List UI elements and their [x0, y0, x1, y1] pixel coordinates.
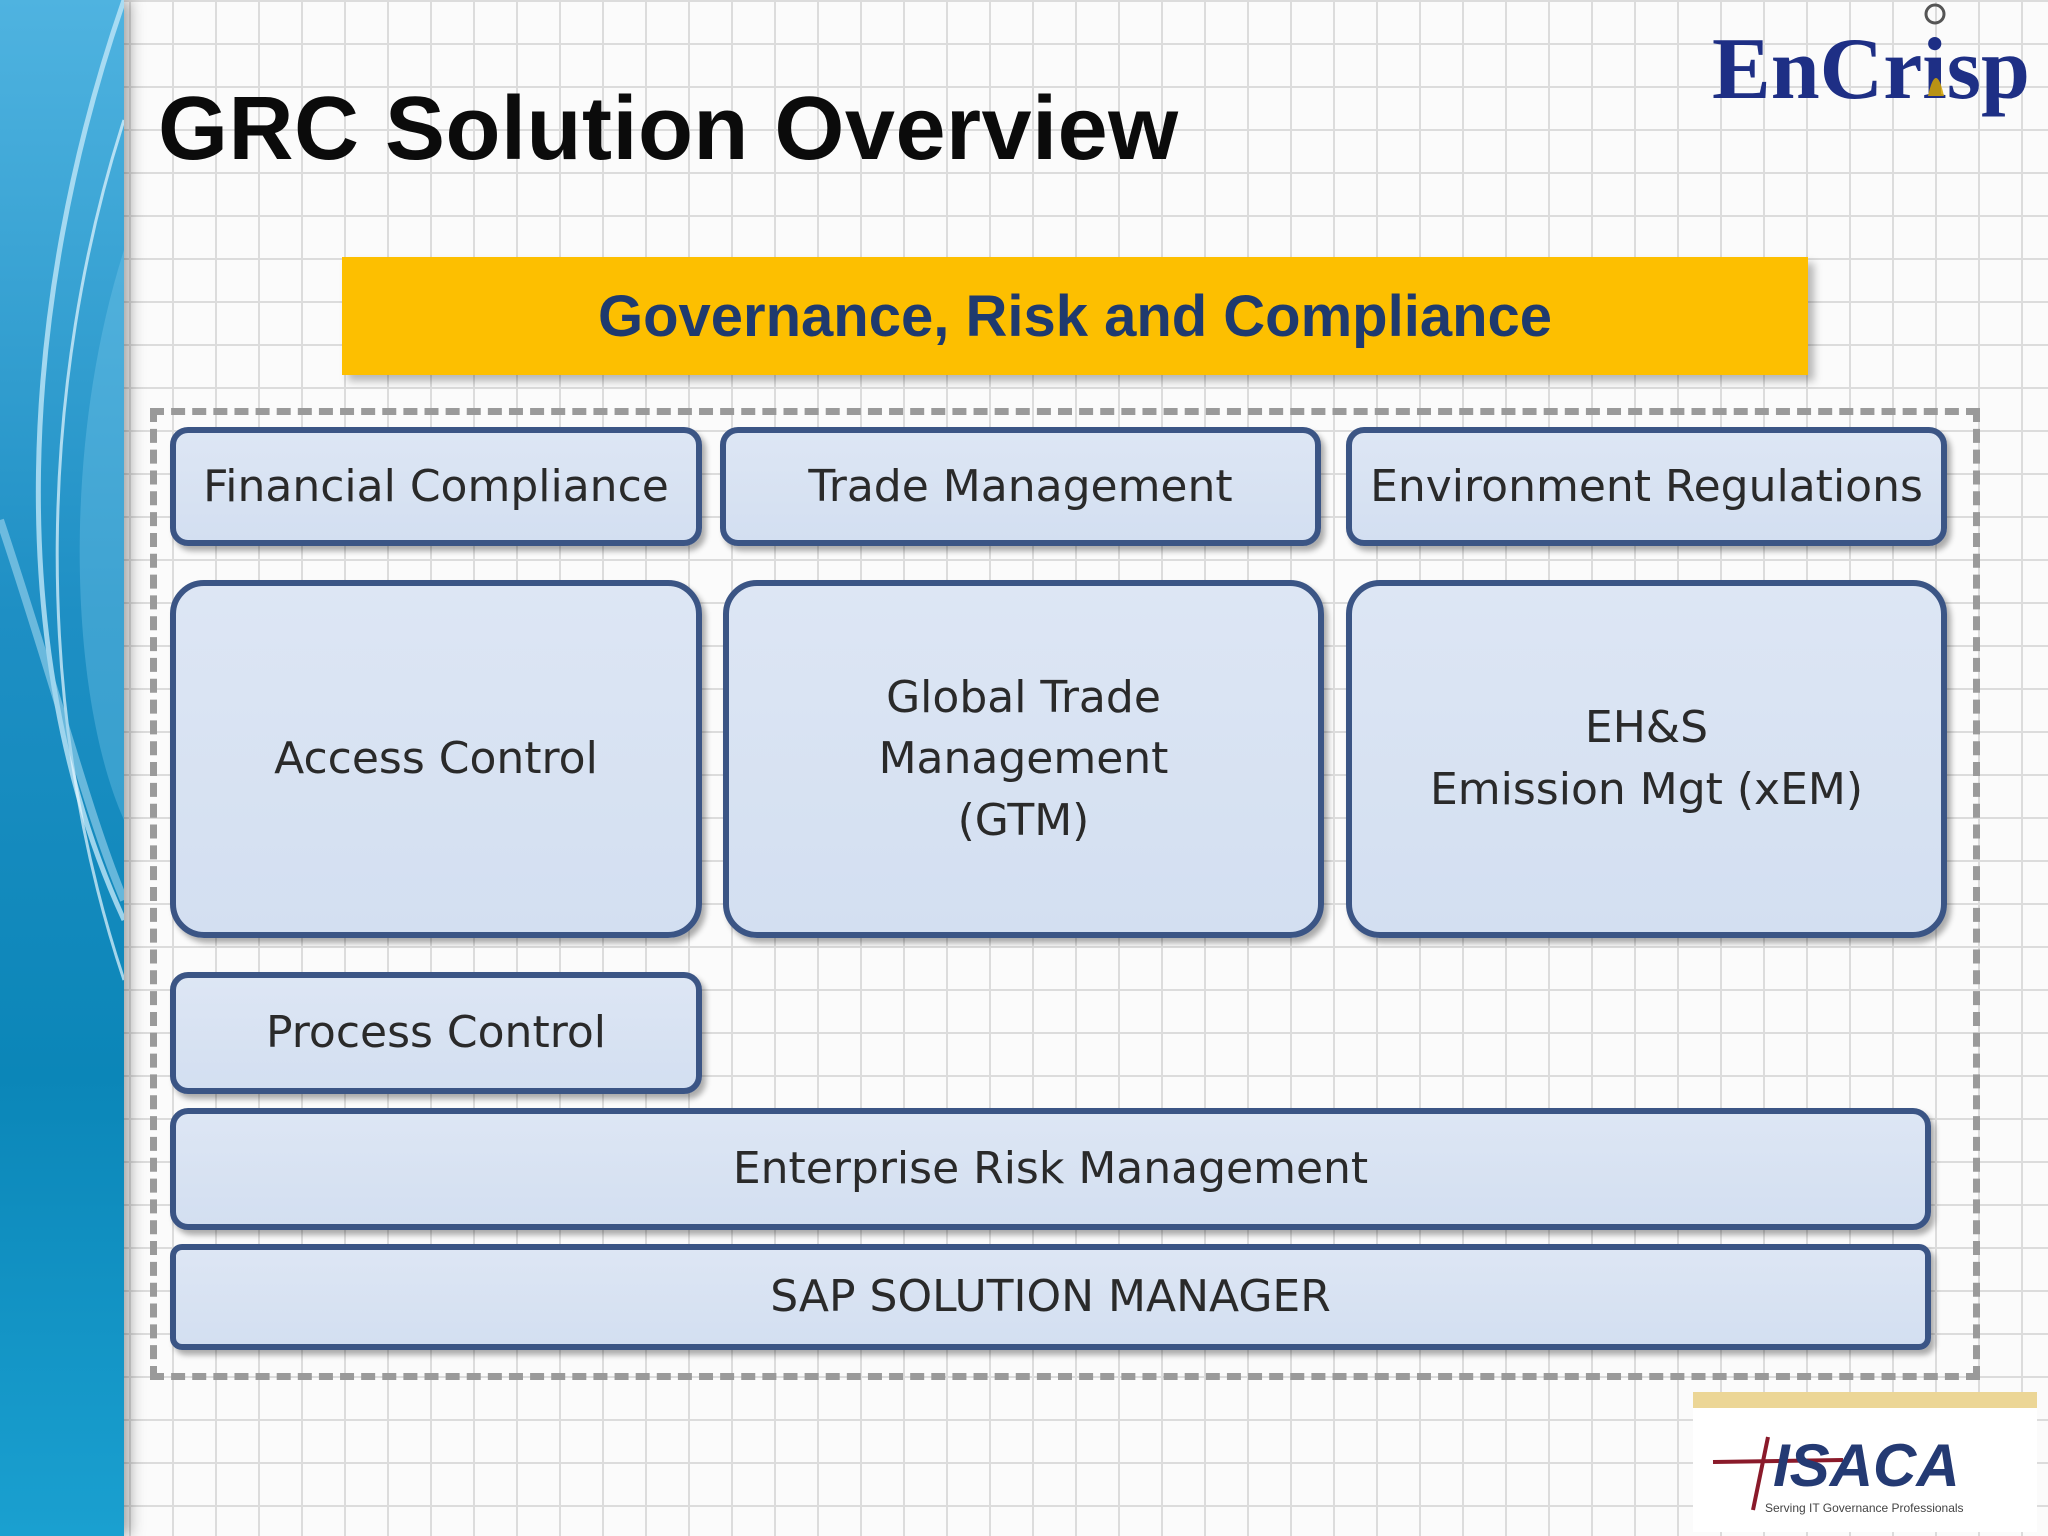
financial-compliance-box: Financial Compliance [170, 427, 702, 546]
global-trade-management-label: Global Trade Management (GTM) [878, 671, 1169, 846]
svg-text:ISACA: ISACA [1773, 1432, 1960, 1499]
banner-title: Governance, Risk and Compliance [597, 283, 1553, 349]
ehs-emission-label: EH&S Emission Mgt (xEM) [1429, 702, 1864, 815]
enterprise-risk-management-label: Enterprise Risk Management [732, 1143, 1369, 1195]
encrisp-logo: EnCrisp [1712, 3, 2030, 118]
environment-regulations-box: Environment Regulations [1346, 427, 1947, 546]
access-control-box: Access Control [170, 580, 702, 938]
swoosh-decoration [0, 0, 124, 981]
trade-management-label: Trade Management [808, 460, 1233, 512]
process-control-box: Process Control [170, 972, 702, 1094]
page-title: GRC Solution Overview [158, 79, 1179, 179]
ehs-emission-box: EH&S Emission Mgt (xEM) [1346, 580, 1947, 938]
environment-regulations-label: Environment Regulations [1370, 460, 1923, 512]
svg-text:EnCrisp: EnCrisp [1712, 21, 2030, 118]
financial-compliance-label: Financial Compliance [203, 460, 669, 512]
left-decorative-band [0, 0, 124, 1536]
global-trade-management-box: Global Trade Management (GTM) [723, 580, 1324, 938]
enterprise-risk-management-box: Enterprise Risk Management [170, 1108, 1931, 1230]
grc-modules-frame [150, 408, 1980, 1380]
access-control-label: Access Control [274, 733, 598, 785]
isaca-logo: ISACA Serving IT Governance Professional… [1693, 1392, 2037, 1532]
trade-management-box: Trade Management [720, 427, 1321, 546]
sap-solution-manager-box: SAP SOLUTION MANAGER [170, 1244, 1931, 1350]
process-control-label: Process Control [266, 1007, 606, 1059]
sap-solution-manager-label: SAP SOLUTION MANAGER [770, 1271, 1331, 1323]
grc-banner: Governance, Risk and Compliance [342, 257, 1808, 375]
svg-text:Serving IT Governance Professi: Serving IT Governance Professionals [1765, 1501, 1964, 1515]
